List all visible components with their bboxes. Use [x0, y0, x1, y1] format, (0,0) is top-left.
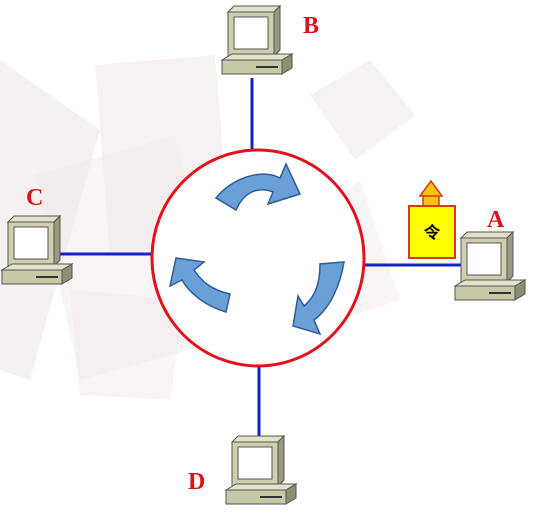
computer-b [221, 5, 293, 75]
node-label-b: B [303, 13, 320, 39]
rotation-arrows [168, 162, 345, 336]
computer-d [225, 435, 297, 505]
token-icon: 令 [408, 179, 456, 259]
computer-a [454, 231, 526, 301]
node-label-c: C [26, 185, 44, 211]
rotation-arrow-icon [214, 162, 302, 212]
rotation-arrow-icon [292, 261, 345, 336]
network-links [60, 78, 470, 440]
computer-icon [221, 5, 293, 75]
token-label: 令 [423, 223, 441, 242]
node-label-a: A [487, 207, 505, 233]
rotation-arrow-icon [168, 257, 231, 313]
computer-icon [225, 435, 297, 505]
node-label-d: D [188, 469, 206, 495]
computer-icon [454, 231, 526, 301]
